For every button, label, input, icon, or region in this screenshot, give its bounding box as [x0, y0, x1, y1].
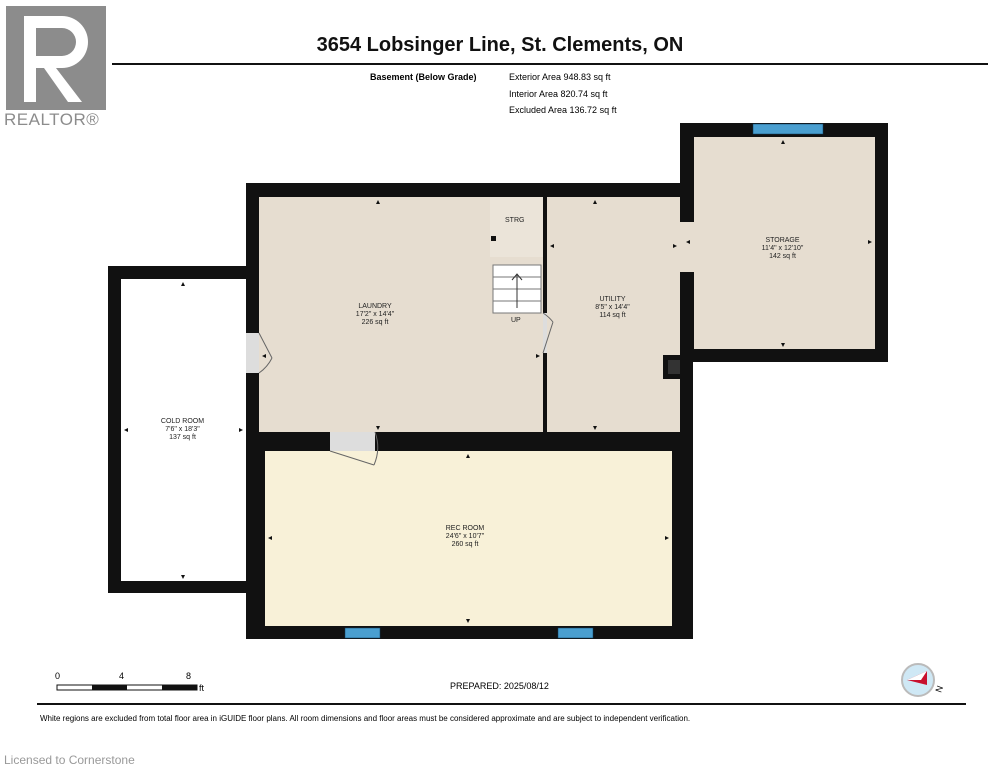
rec-room-floor	[265, 451, 672, 626]
scale-tick-0: 0	[55, 671, 61, 681]
dimension-arrows	[124, 140, 872, 623]
storage-floor	[694, 137, 875, 349]
scale-unit: ft	[199, 683, 205, 693]
license-text: Licensed to Cornerstone	[4, 753, 135, 767]
exterior-area: Exterior Area 948.83 sq ft	[509, 72, 611, 82]
stairs-up-label: UP	[511, 317, 521, 324]
compass-icon	[901, 663, 935, 697]
scale-bar	[56, 684, 198, 691]
divider	[112, 63, 988, 65]
strg-label: STRG	[505, 217, 525, 224]
prepared-date: PREPARED: 2025/08/12	[450, 681, 549, 691]
excluded-area: Excluded Area 136.72 sq ft	[509, 105, 617, 115]
doors	[246, 312, 554, 466]
realtor-logo-text: REALTOR®	[4, 110, 100, 129]
cold-room-floor	[121, 279, 246, 581]
stairs	[492, 264, 542, 314]
windows	[344, 123, 824, 639]
interior-area: Interior Area 820.74 sq ft	[509, 89, 608, 99]
level-label: Basement (Below Grade)	[370, 72, 477, 82]
utility-floor	[547, 197, 680, 432]
scale-tick-8: 8	[186, 671, 192, 681]
divider	[37, 703, 966, 705]
realtor-logo	[6, 6, 106, 110]
disclaimer: White regions are excluded from total fl…	[40, 714, 691, 723]
scale-tick-4: 4	[119, 671, 125, 681]
page-title: 3654 Lobsinger Line, St. Clements, ON	[316, 34, 684, 56]
